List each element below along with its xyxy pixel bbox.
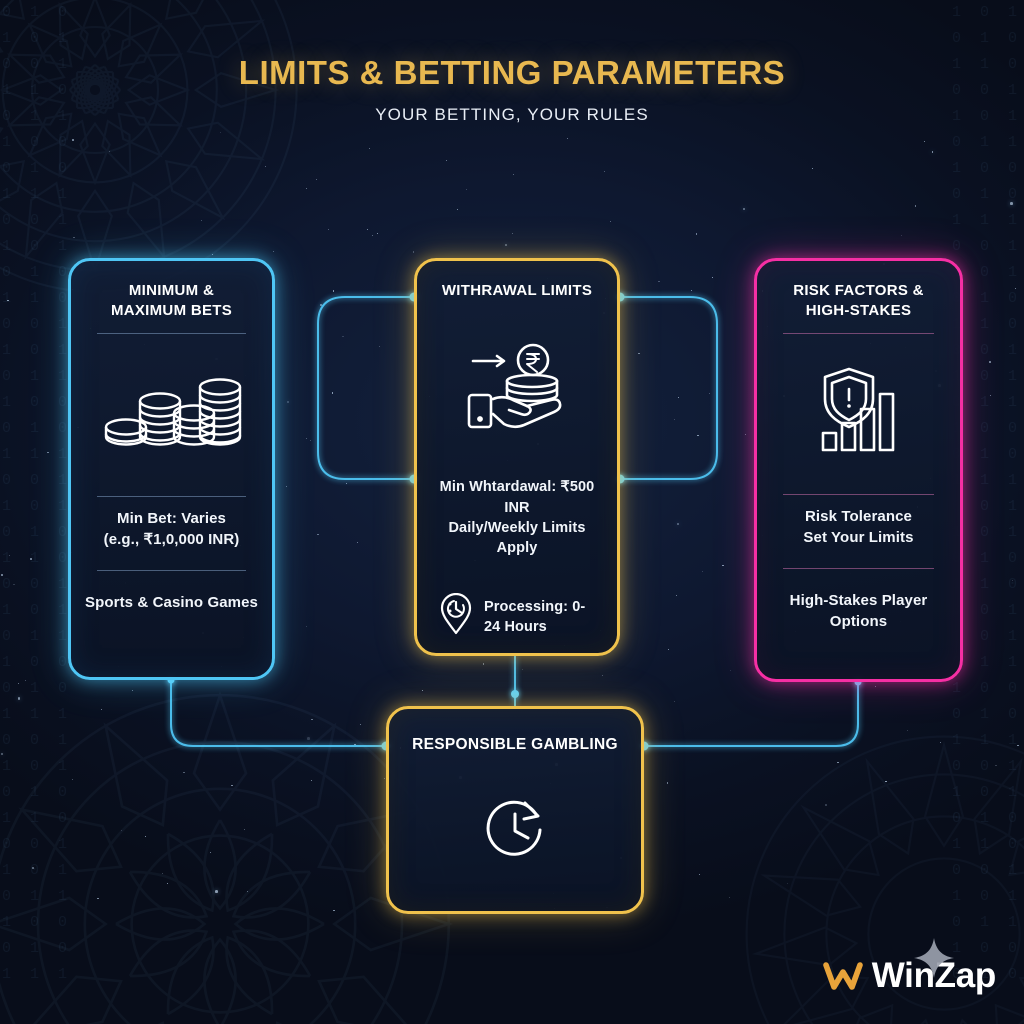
card-title: MINIMUM & MAXIMUM BETS (111, 281, 232, 322)
card-minimum-maximum-bets[interactable]: MINIMUM & MAXIMUM BETS (68, 258, 275, 680)
card-withrawal-limits[interactable]: WITHRAWAL LIMITS (414, 258, 620, 656)
card-title-line-2: HIGH-STAKES (805, 302, 912, 320)
card-risk-factors-high-stakes[interactable]: RISK FACTORS & HIGH-STAKES Risk Toleranc… (754, 258, 963, 682)
body-line-2: (e.g., ₹1,0,000 INR) (103, 530, 240, 548)
card-responsible-gambling[interactable]: RESPONSIBLE GAMBLING (386, 706, 644, 914)
processing-text: Processing: 0-24 Hours (484, 598, 586, 635)
body-line-2: Set Your Limits (803, 528, 914, 546)
clock-rotate-icon (479, 794, 551, 866)
body-line-1: Min Whtardawal: ₹500 INR (439, 479, 595, 516)
card-title-line-1: RISK FACTORS & (793, 282, 924, 299)
card-title-line-1: MINIMUM & (128, 282, 215, 299)
divider (783, 493, 934, 495)
card-body-text: Min Whtardawal: ₹500 INR Daily/Weekly Li… (431, 477, 603, 558)
hand-holding-rupee-coins-icon (459, 339, 575, 435)
page-title: LIMITS & BETTING PARAMETERS (238, 54, 786, 91)
divider (97, 569, 246, 571)
w-monogram-icon (822, 956, 863, 996)
logo-text: WinZap (872, 938, 996, 996)
card-title: RISK FACTORS & HIGH-STAKES (793, 281, 924, 322)
divider (97, 332, 246, 334)
body-line-1: Risk Tolerance (804, 507, 912, 525)
winzap-logo[interactable]: WinZap (822, 938, 996, 996)
coin-stacks-icon (98, 371, 246, 455)
body-line-1: Min Bet: Varies (116, 509, 227, 527)
page-subtitle: YOUR BETTING, YOUR RULES (375, 105, 649, 124)
card-title-line-2: MAXIMUM BETS (110, 302, 233, 320)
processing-row: Processing: 0-24 Hours (431, 593, 603, 640)
sparkle-icon (912, 936, 956, 989)
card-title: WITHRAWAL LIMITS (441, 282, 593, 299)
card-body-text: Min Bet: Varies (e.g., ₹1,0,000 INR) (104, 508, 240, 550)
divider (97, 495, 246, 497)
shield-alert-bar-chart-icon (811, 363, 907, 455)
card-footer-text: High-Stakes Player Options (790, 590, 928, 632)
mandala-decoration-top-left (0, 0, 305, 300)
card-footer-text: Sports & Casino Games (85, 593, 258, 611)
divider (783, 332, 934, 334)
footer-line-2: Options (829, 612, 888, 630)
body-line-2: Daily/Weekly Limits Apply (448, 519, 586, 557)
card-title: RESPONSIBLE GAMBLING (412, 736, 618, 753)
header: LIMITS & BETTING PARAMETERS YOUR BETTING… (0, 54, 1024, 125)
divider (783, 567, 934, 569)
card-body-text: Risk Tolerance Set Your Limits (803, 506, 913, 548)
clock-pin-icon (439, 593, 473, 640)
footer-line-1: High-Stakes Player (789, 591, 928, 609)
